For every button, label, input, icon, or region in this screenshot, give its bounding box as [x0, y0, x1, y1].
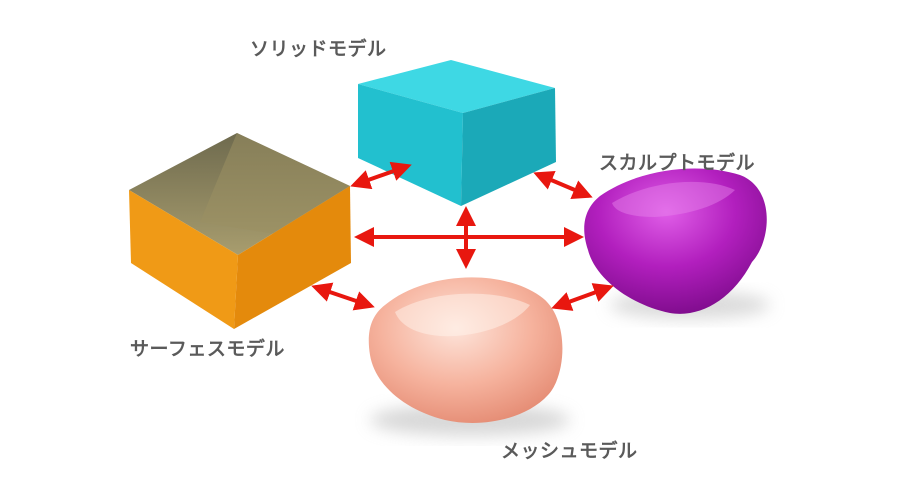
- mesh-highlight: [395, 293, 530, 337]
- arrow-mesh-sculpt: [551, 283, 614, 311]
- sculpt-body: [584, 168, 767, 314]
- solid-model-label: ソリッドモデル: [250, 38, 387, 60]
- solid-cube-top-face: [358, 60, 555, 113]
- sculpt-model-label: スカルプトモデル: [599, 152, 756, 174]
- mesh-rounded-cube-icon: [368, 277, 570, 436]
- surface-box-icon: [129, 133, 351, 329]
- solid-cube-icon: [358, 60, 556, 206]
- sculpt-highlight: [612, 181, 735, 217]
- surface-box-left-face: [129, 190, 238, 329]
- arrow-surface-mesh: [311, 282, 375, 311]
- sculpt-rounded-cube-icon: [584, 168, 770, 319]
- surface-box-right-face: [234, 186, 351, 329]
- connection-arrows: [311, 161, 614, 311]
- surface-model-label: サーフェスモデル: [130, 338, 285, 360]
- solid-cube-left-face: [358, 84, 463, 206]
- mesh-model-label: メッシュモデル: [501, 440, 638, 462]
- solid-cube-right-face: [461, 88, 556, 206]
- arrow-solid-surface: [350, 161, 412, 190]
- arrow-solid-sculpt: [533, 171, 593, 199]
